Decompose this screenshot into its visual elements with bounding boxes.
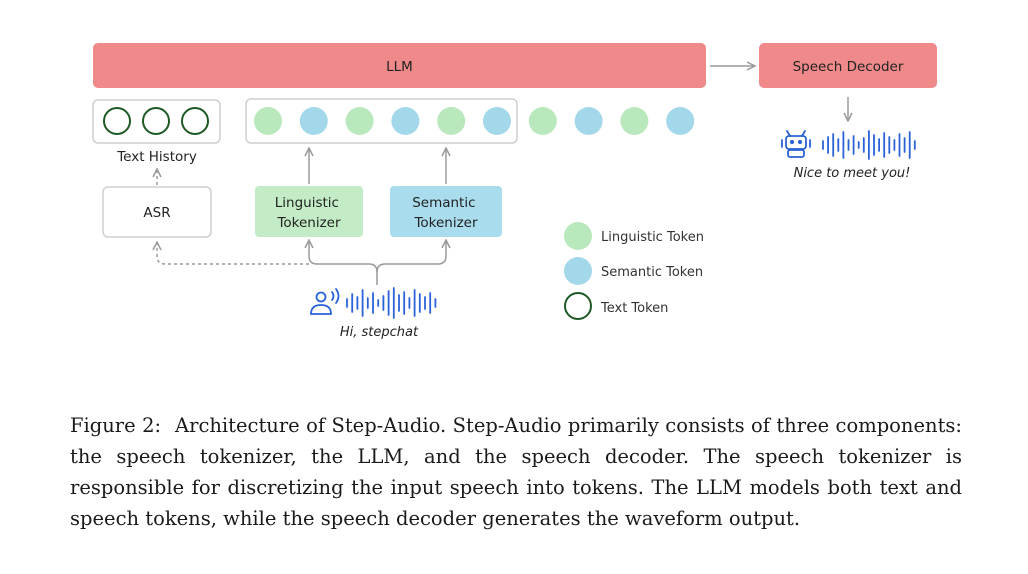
linguistic-token — [345, 107, 374, 135]
legend-linguistic-token-label: Linguistic Token — [601, 230, 704, 245]
semantic-tokenizer-label-line-1: Semantic — [412, 195, 475, 211]
step-audio-architecture-diagram: LLM Speech Decoder Text History ASR Ling… — [92, 43, 937, 340]
semantic-token — [299, 107, 328, 135]
llm-label: LLM — [386, 59, 413, 75]
speech-decoder-label: Speech Decoder — [793, 59, 904, 75]
linguistic-tokenizer-label: Linguistic Tokenizer — [275, 195, 344, 231]
figure-number: Figure 2: — [70, 414, 162, 437]
semantic-token — [483, 107, 511, 135]
user-speaking-icon — [310, 288, 340, 315]
asr-label: ASR — [143, 205, 170, 221]
text-history-label: Text History — [116, 149, 197, 165]
semantic-tokenizer-block: Semantic Tokenizer — [390, 186, 502, 237]
speech-token-group-box — [245, 98, 518, 144]
linguistic-token — [437, 107, 466, 135]
semantic-token — [574, 107, 603, 135]
linguistic-token — [254, 107, 282, 135]
legend-semantic-token-label: Semantic Token — [601, 265, 703, 280]
waveform-icon — [346, 287, 437, 319]
linguistic-tokenizer-block: Linguistic Tokenizer — [255, 186, 363, 237]
linguistic-tokenizer-label-line-2: Tokenizer — [276, 215, 341, 231]
text-history-box — [92, 99, 221, 144]
legend-semantic-token-swatch — [564, 257, 592, 285]
legend-linguistic-token-swatch — [564, 222, 592, 250]
speech-decoder-block: Speech Decoder — [759, 43, 937, 88]
legend-text-token-label: Text Token — [600, 301, 668, 316]
caption-text: Architecture of Step-Audio. Step-Audio p… — [70, 414, 962, 530]
linguistic-tokenizer-label-line-1: Linguistic — [275, 195, 339, 211]
linguistic-token — [620, 107, 649, 135]
semantic-token — [666, 107, 695, 135]
asr-block: ASR — [102, 186, 212, 238]
linguistic-token — [528, 107, 557, 135]
text-token — [142, 107, 170, 135]
input-to-asr-dashed-arrow — [157, 243, 309, 265]
semantic-tokenizer-label-line-2: Tokenizer — [413, 215, 478, 231]
legend: Linguistic Token Semantic Token Text Tok… — [564, 222, 704, 320]
waveform-icon — [822, 130, 916, 160]
input-split-connector — [309, 241, 446, 285]
text-token — [103, 107, 131, 135]
llm-block: LLM — [93, 43, 706, 88]
semantic-token — [391, 107, 420, 135]
figure-caption: Figure 2:Architecture of Step-Audio. Ste… — [70, 410, 962, 534]
robot-icon — [781, 130, 811, 158]
speech-token-sequence — [254, 107, 695, 135]
legend-text-token-swatch — [564, 292, 592, 320]
text-token — [181, 107, 209, 135]
semantic-tokenizer-label: Semantic Tokenizer — [412, 195, 480, 231]
output-utterance: Nice to meet you! — [794, 166, 911, 181]
input-utterance: Hi, stepchat — [340, 325, 419, 340]
